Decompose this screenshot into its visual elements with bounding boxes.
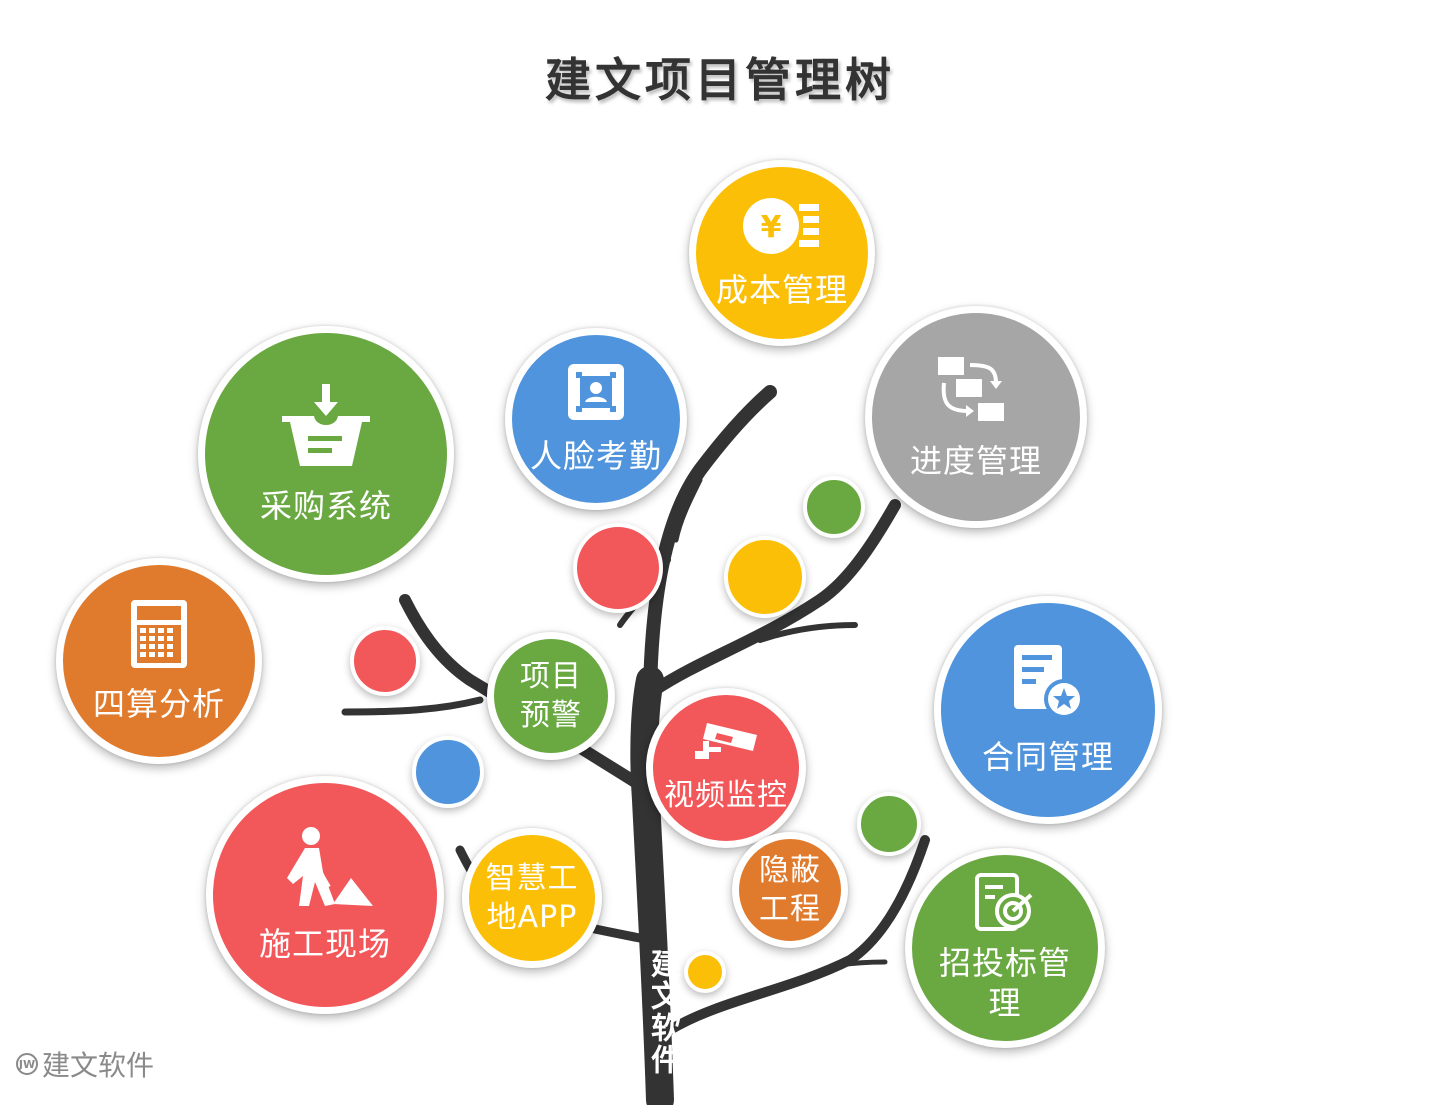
node-label: 进度管理 <box>909 442 1042 480</box>
node-contract-management[interactable]: 合同管理 <box>934 596 1162 824</box>
decorative-dot <box>684 951 726 993</box>
decorative-dot <box>803 476 865 538</box>
decorative-dot <box>573 523 663 613</box>
node-smart-site-app[interactable]: 智慧工地APP <box>462 828 602 968</box>
node-label: 合同管理 <box>981 738 1114 776</box>
node-label: 视频监控 <box>664 778 788 814</box>
node-budget-analysis[interactable]: 四算分析 <box>56 558 262 764</box>
decorative-dot <box>857 792 921 856</box>
node-label: 采购系统 <box>259 487 392 525</box>
decorative-dot <box>412 736 484 808</box>
node-label: 智慧工地APP <box>485 861 579 935</box>
brand-logo-icon: JW <box>16 1053 38 1075</box>
trunk-label: 建文软件 <box>645 948 680 1076</box>
node-project-warning[interactable]: 项目预警 <box>487 632 615 760</box>
svg-text:¥: ¥ <box>761 210 782 245</box>
node-cost-management[interactable]: ¥ 成本管理 <box>689 160 875 346</box>
node-bidding-management[interactable]: 招投标管理 <box>905 848 1105 1048</box>
camera-icon <box>693 721 759 773</box>
yen-coin-icon: ¥ <box>741 196 823 260</box>
node-label: 项目预警 <box>520 659 582 733</box>
node-label: 成本管理 <box>715 271 848 309</box>
page-title: 建文项目管理树 <box>545 53 895 107</box>
watermark-text: 建文软件 <box>42 1049 155 1082</box>
node-purchase-system[interactable]: 采购系统 <box>198 326 454 582</box>
face-scan-icon <box>566 362 626 426</box>
node-hidden-works[interactable]: 隐蔽工程 <box>732 832 848 948</box>
basket-icon <box>278 382 374 476</box>
node-face-attendance[interactable]: 人脸考勤 <box>505 328 687 510</box>
node-label: 招投标管理 <box>938 944 1071 1022</box>
node-label: 人脸考勤 <box>529 437 662 475</box>
calculator-icon <box>129 598 189 674</box>
node-construction-site[interactable]: 施工现场 <box>206 776 444 1014</box>
node-label: 施工现场 <box>258 925 391 963</box>
decorative-dot <box>350 626 420 696</box>
workflow-icon <box>934 353 1018 431</box>
target-doc-icon <box>973 873 1037 937</box>
node-label: 隐蔽工程 <box>759 853 821 927</box>
watermark: JW 建文软件 <box>16 1044 154 1084</box>
node-video-monitoring[interactable]: 视频监控 <box>646 688 806 848</box>
worker-icon <box>275 826 375 914</box>
node-label: 四算分析 <box>92 685 225 723</box>
document-star-icon <box>1008 643 1088 727</box>
decorative-dot <box>724 536 806 618</box>
node-progress-management[interactable]: 进度管理 <box>865 306 1087 528</box>
